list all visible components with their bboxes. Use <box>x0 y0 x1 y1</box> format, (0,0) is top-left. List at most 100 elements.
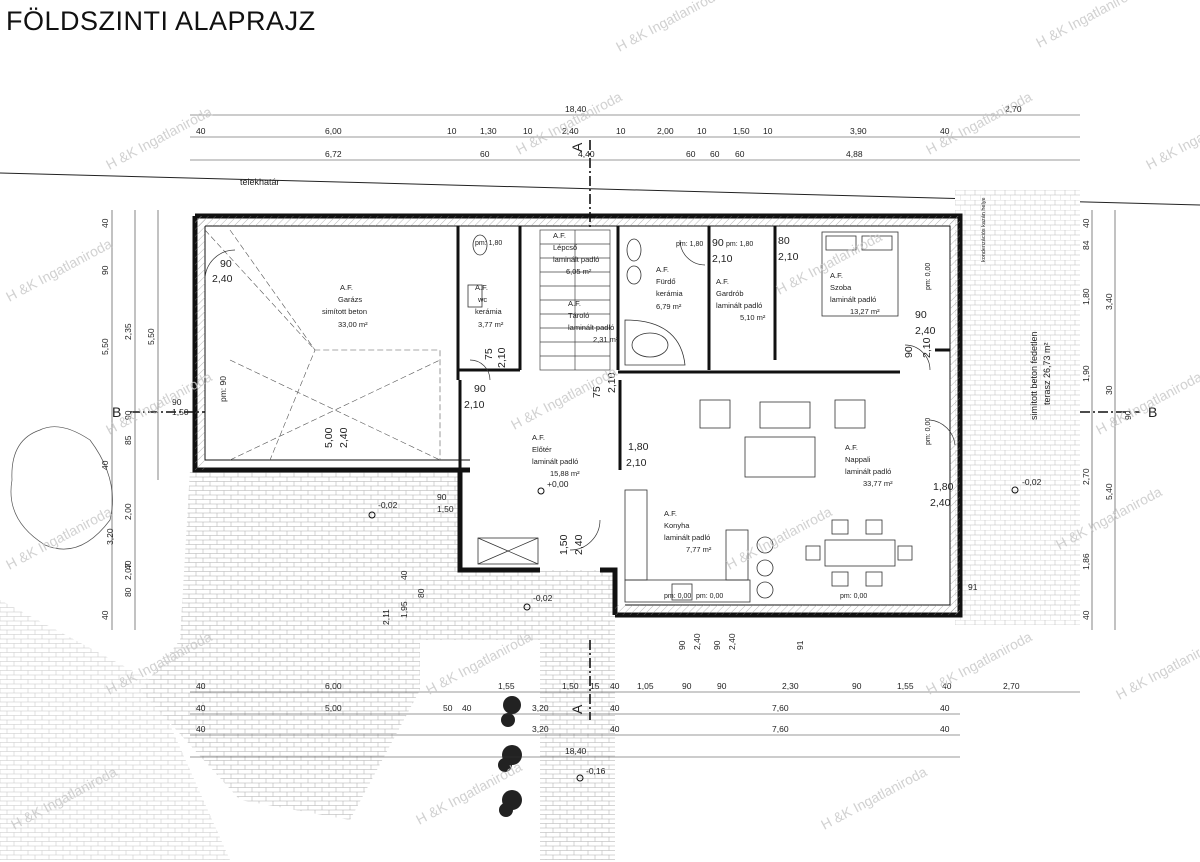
svg-text:10: 10 <box>616 126 626 136</box>
svg-text:2,40: 2,40 <box>727 633 737 650</box>
svg-text:5,50: 5,50 <box>146 328 156 345</box>
svg-text:2,00: 2,00 <box>123 503 133 520</box>
svg-text:6,79 m²: 6,79 m² <box>656 302 682 311</box>
svg-text:2,40: 2,40 <box>562 126 579 136</box>
svg-text:2,10: 2,10 <box>712 253 733 265</box>
svg-text:Gardrób: Gardrób <box>716 289 744 298</box>
svg-text:1,55: 1,55 <box>897 681 914 691</box>
svg-text:10: 10 <box>763 126 773 136</box>
svg-text:4,40: 4,40 <box>578 149 595 159</box>
room-gardrob: A.F. Gardrób laminált padló 5,10 m² <box>716 277 766 322</box>
svg-text:1,55: 1,55 <box>498 681 515 691</box>
svg-text:6,05 m²: 6,05 m² <box>566 267 592 276</box>
svg-text:2,10: 2,10 <box>464 399 485 411</box>
svg-text:60: 60 <box>686 149 696 159</box>
svg-text:10: 10 <box>447 126 457 136</box>
svg-text:2,10: 2,10 <box>496 347 508 368</box>
svg-text:2,30: 2,30 <box>782 681 799 691</box>
svg-text:40: 40 <box>196 703 206 713</box>
svg-text:90: 90 <box>717 681 727 691</box>
room-nappali: A.F. Nappali laminált padló 33,77 m² <box>845 443 893 488</box>
svg-text:2,10: 2,10 <box>626 457 647 469</box>
svg-text:40: 40 <box>942 681 952 691</box>
room-lepcso: A.F. Lépcső laminált padló 6,05 m² <box>553 231 599 276</box>
section-b-left: B <box>112 404 121 420</box>
svg-text:60: 60 <box>480 149 490 159</box>
dimension-lines-right <box>1091 210 1116 630</box>
section-lines <box>130 140 1140 720</box>
svg-text:Fürdő: Fürdő <box>656 277 676 286</box>
svg-text:pm: 1,80: pm: 1,80 <box>676 241 703 248</box>
svg-text:90: 90 <box>712 237 724 249</box>
svg-text:pm: 0,00: pm: 0,00 <box>925 263 932 290</box>
hedge-outline <box>10 426 113 550</box>
svg-text:90: 90 <box>712 640 722 650</box>
svg-text:40: 40 <box>100 460 110 470</box>
svg-text:laminált padló: laminált padló <box>830 295 876 304</box>
opening-labels: 90 2,40 75 2,10 90 2,10 90 2,10 80 2,10 … <box>172 235 954 555</box>
svg-text:40: 40 <box>610 703 620 713</box>
svg-text:1,86: 1,86 <box>1081 553 1091 570</box>
svg-text:2,40: 2,40 <box>338 427 350 448</box>
svg-text:pm: 0,00: pm: 0,00 <box>696 593 723 600</box>
svg-text:A.F.: A.F. <box>475 283 488 292</box>
svg-text:1,95: 1,95 <box>399 601 409 618</box>
svg-text:40: 40 <box>940 126 950 136</box>
svg-text:1,30: 1,30 <box>480 126 497 136</box>
svg-text:2,70: 2,70 <box>1081 468 1091 485</box>
svg-text:3,40: 3,40 <box>1104 293 1114 310</box>
paved-driveway <box>140 470 460 820</box>
svg-text:40: 40 <box>610 681 620 691</box>
svg-text:50: 50 <box>443 703 453 713</box>
room-furdo: A.F. Fürdő kerámia 6,79 m² <box>656 265 684 311</box>
bed <box>821 231 899 317</box>
heating-label: kondenzációs kazán helye <box>981 197 987 262</box>
svg-text:2,10: 2,10 <box>606 372 618 393</box>
svg-text:1,80: 1,80 <box>628 441 649 453</box>
svg-text:30: 30 <box>1104 385 1114 395</box>
svg-text:2,40: 2,40 <box>915 325 936 337</box>
svg-text:40: 40 <box>196 724 206 734</box>
svg-text:10: 10 <box>523 126 533 136</box>
svg-text:90: 90 <box>172 397 182 407</box>
svg-text:Lépcső: Lépcső <box>553 243 577 252</box>
svg-text:33,00 m²: 33,00 m² <box>338 320 368 329</box>
interior-walls <box>456 226 950 470</box>
svg-text:40: 40 <box>610 724 620 734</box>
svg-text:+0,00: +0,00 <box>547 479 569 489</box>
bath-fixtures <box>467 234 686 366</box>
svg-text:Szoba: Szoba <box>830 283 852 292</box>
svg-text:A.F.: A.F. <box>716 277 729 286</box>
svg-text:terasz 26,73 m²: terasz 26,73 m² <box>1042 342 1052 405</box>
svg-text:A.F.: A.F. <box>568 299 581 308</box>
svg-text:1,90: 1,90 <box>1081 365 1091 382</box>
svg-text:laminált padló: laminált padló <box>716 301 762 310</box>
svg-text:Tároló: Tároló <box>568 311 589 320</box>
svg-text:laminált padló: laminált padló <box>553 255 599 264</box>
room-terasz: simított beton fedetlen terasz 26,73 m² <box>1029 331 1052 420</box>
svg-text:90: 90 <box>474 383 486 395</box>
svg-text:80: 80 <box>416 588 426 598</box>
svg-text:simított beton: simított beton <box>322 307 367 316</box>
kitchen-units <box>624 489 774 603</box>
svg-text:1,50: 1,50 <box>562 681 579 691</box>
svg-text:91: 91 <box>968 582 978 592</box>
svg-text:Nappali: Nappali <box>845 455 871 464</box>
svg-text:pm: 90: pm: 90 <box>218 376 228 402</box>
svg-text:1,50: 1,50 <box>437 504 454 514</box>
svg-text:40: 40 <box>123 560 133 570</box>
svg-text:7,60: 7,60 <box>772 724 789 734</box>
svg-text:-0,02: -0,02 <box>1022 477 1042 487</box>
bottom-dimensions: 40 6,00 1,55 1,50 15 40 1,05 90 90 2,30 … <box>196 681 1020 756</box>
svg-text:Garázs: Garázs <box>338 295 362 304</box>
svg-text:A.F.: A.F. <box>830 271 843 280</box>
section-a-top: A <box>569 142 585 152</box>
garage-car-outline <box>204 229 441 461</box>
svg-text:40: 40 <box>940 724 950 734</box>
slope-area <box>0 600 230 860</box>
svg-text:4,88: 4,88 <box>846 149 863 159</box>
svg-text:-0,02: -0,02 <box>533 593 553 603</box>
svg-text:90: 90 <box>915 309 927 321</box>
svg-text:2,40: 2,40 <box>573 534 585 555</box>
svg-text:laminált padló: laminált padló <box>532 457 578 466</box>
